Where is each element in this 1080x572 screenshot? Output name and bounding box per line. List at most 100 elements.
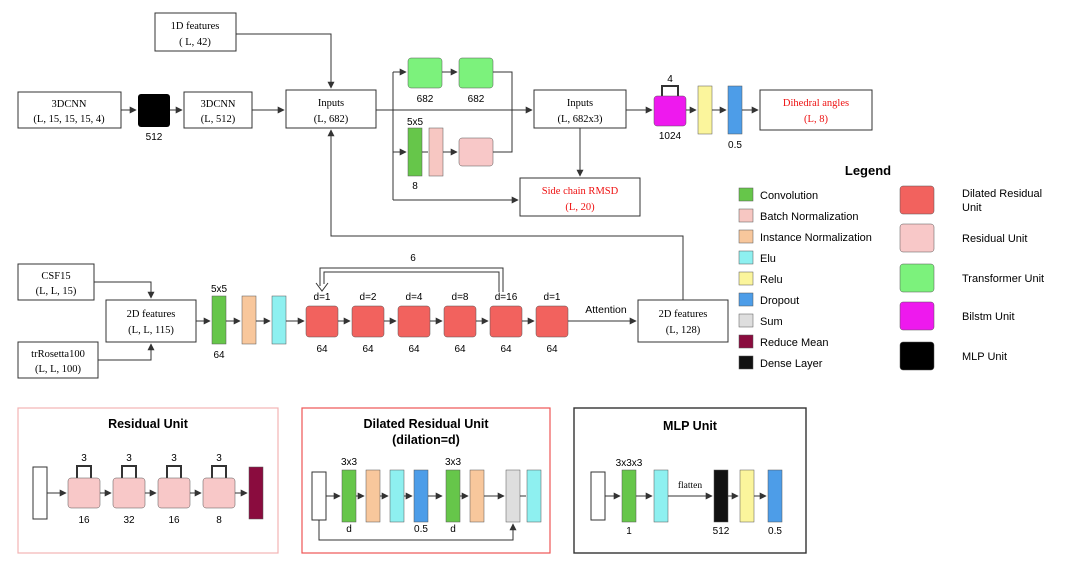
residual-repeat-label: 3 — [126, 453, 132, 464]
legend-label: Elu — [760, 253, 776, 265]
conv-block-top — [407, 127, 423, 177]
csf15-box: CSF15 (L, L, 15) — [17, 263, 95, 301]
legend-label: Batch Normalization — [760, 211, 858, 223]
dilated-channels-label: 64 — [546, 344, 558, 355]
features-2d-out-title: 2D features — [659, 309, 708, 320]
bn-block-top — [428, 127, 444, 177]
conv-2d-channels: 64 — [213, 350, 225, 361]
mlp-dropout — [767, 469, 783, 523]
bilstm-loop-icon — [661, 85, 679, 96]
bilstm-hidden-label: 1024 — [659, 131, 682, 142]
mlp-kernel-label: 3x3x3 — [616, 458, 643, 469]
trrosetta-box: trRosetta100 (L, L, 100) — [17, 341, 99, 379]
dihedral-output-box: Dihedral angles (L, 8) — [759, 89, 873, 131]
dilation-label: d=1 — [544, 292, 561, 303]
conv-kernel-2d-label: 5x5 — [211, 284, 228, 295]
inputs-main-shape: (L, 682) — [314, 114, 349, 125]
dilated-instnorm-b — [469, 469, 485, 523]
repeat-count-label: 6 — [410, 253, 416, 264]
dihedral-title: Dihedral angles — [783, 98, 849, 109]
bilstm-unit-block — [653, 95, 687, 127]
residual-block — [112, 477, 146, 509]
legend-label: Dropout — [760, 295, 799, 307]
dilated-channels-label: 64 — [362, 344, 374, 355]
csf15-shape: (L, L, 15) — [36, 286, 77, 297]
dilated-sum — [505, 469, 521, 523]
cnn3d-output-title: 3DCNN — [200, 99, 235, 110]
residual-block — [202, 477, 236, 509]
legend-label: Sum — [760, 316, 783, 328]
residual-repeat-label: 3 — [216, 453, 222, 464]
dilated-channels-label: 64 — [408, 344, 420, 355]
legend-swatch — [738, 229, 754, 244]
legend-label: Reduce Mean — [760, 337, 829, 349]
dilated-skip-connection — [318, 520, 517, 541]
features-2d-in-box: 2D features (L, L, 115) — [105, 299, 197, 343]
dilated-channels-label: 64 — [500, 344, 512, 355]
inputs-main-box: Inputs (L, 682) — [285, 89, 377, 129]
trrosetta-shape: (L, L, 100) — [35, 364, 82, 375]
inputs-concat-box: Inputs (L, 682x3) — [533, 89, 627, 129]
dilated-dropout — [413, 469, 429, 523]
residual-panel-input — [32, 466, 48, 520]
transformer-unit-a — [407, 57, 443, 89]
features-2d-in-title: 2D features — [127, 309, 176, 320]
repeat-loop-icon — [76, 465, 92, 478]
dilated-residual-block — [397, 305, 431, 338]
dilated-conv-b — [445, 469, 461, 523]
legend-swatch — [738, 334, 754, 349]
mlp-flatten-label: flatten — [678, 480, 703, 491]
mlp-unit-panel: MLP Unit 3x3x3 1 flatten 512 0.5 — [573, 407, 807, 554]
attention-label: Attention — [585, 304, 627, 316]
dilated-channels-label: 64 — [316, 344, 328, 355]
dilated-residual-block — [443, 305, 477, 338]
cnn3d-output-box: 3DCNN (L, 512) — [183, 91, 253, 129]
features-1d-title: 1D features — [171, 21, 220, 32]
mlp-dense-ch: 512 — [713, 526, 730, 537]
features-2d-out-shape: (L, 128) — [666, 325, 701, 336]
dilated-residual-block — [351, 305, 385, 338]
reduce-mean-block — [248, 466, 264, 520]
features-1d-shape: ( L, 42) — [179, 37, 211, 48]
dilated-conv-a — [341, 469, 357, 523]
transformer-unit-b — [458, 57, 494, 89]
repeat-loop-icon — [211, 465, 227, 478]
legend-label: MLP Unit — [962, 351, 1007, 363]
bilstm-repeat-label: 4 — [667, 74, 673, 85]
cnn3d-input-box: 3DCNN (L, 15, 15, 15, 4) — [17, 91, 122, 129]
cnn3d-input-shape: (L, 15, 15, 15, 4) — [33, 114, 105, 125]
legend-swatch — [738, 355, 754, 370]
mlp-panel-title: MLP Unit — [663, 419, 718, 433]
transformer-b-label: 682 — [468, 94, 485, 105]
dilated-residual-block — [535, 305, 569, 338]
dilated-panel-input — [311, 471, 327, 521]
dilated-panel-subtitle: (dilation=d) — [392, 433, 460, 447]
dilation-label: d=1 — [314, 292, 331, 303]
instance-norm-block-2d — [241, 295, 257, 345]
legend-swatch — [738, 208, 754, 223]
dilated-kernel-a: 3x3 — [341, 457, 358, 468]
mlp-dense — [713, 469, 729, 523]
legend-swatch — [738, 313, 754, 328]
features-2d-out-box: 2D features (L, 128) — [637, 299, 729, 343]
inputs-concat-title: Inputs — [567, 98, 593, 109]
dilated-elu-a — [389, 469, 405, 523]
residual-unit-top — [458, 137, 494, 167]
mlp-elu — [653, 469, 669, 523]
dilation-label: d=8 — [452, 292, 469, 303]
side-chain-output-box: Side chain RMSD (L, 20) — [519, 177, 641, 217]
dilated-dropout-label: 0.5 — [414, 524, 428, 535]
residual-repeat-label: 3 — [171, 453, 177, 464]
legend-label: Bilstm Unit — [962, 311, 1015, 323]
trrosetta-title: trRosetta100 — [31, 349, 85, 360]
dilated-residual-block — [305, 305, 339, 338]
residual-channels-label: 8 — [216, 515, 222, 526]
residual-block — [67, 477, 101, 509]
dropout-block-top — [727, 85, 743, 135]
side-chain-shape: (L, 20) — [565, 202, 595, 213]
elu-block-2d — [271, 295, 287, 345]
legend-swatch — [899, 263, 935, 293]
